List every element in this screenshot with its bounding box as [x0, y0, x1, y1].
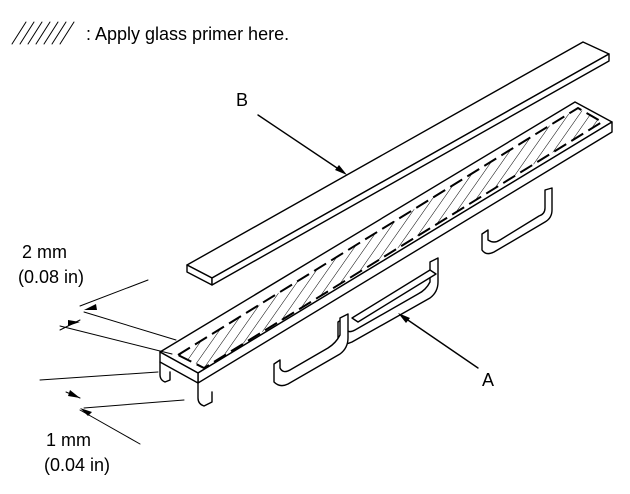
- label-b: B: [236, 90, 248, 110]
- dimension-bottom: [39, 371, 185, 445]
- strip-b: [186, 41, 610, 286]
- leader-a: [398, 313, 479, 369]
- dim-bottom-mm: 1 mm: [46, 430, 91, 450]
- leader-b: [257, 114, 347, 175]
- dim-top-mm: 2 mm: [22, 242, 67, 262]
- dim-top-in: (0.08 in): [18, 267, 84, 287]
- dim-bottom-in: (0.04 in): [44, 455, 110, 475]
- legend: : Apply glass primer here.: [11, 21, 289, 45]
- label-a: A: [482, 370, 494, 390]
- legend-text: : Apply glass primer here.: [86, 24, 289, 44]
- part-a-window: [351, 269, 437, 323]
- hatch-swatch-icon: [11, 21, 75, 45]
- dimension-top: [59, 279, 177, 355]
- molding-part: [159, 101, 613, 407]
